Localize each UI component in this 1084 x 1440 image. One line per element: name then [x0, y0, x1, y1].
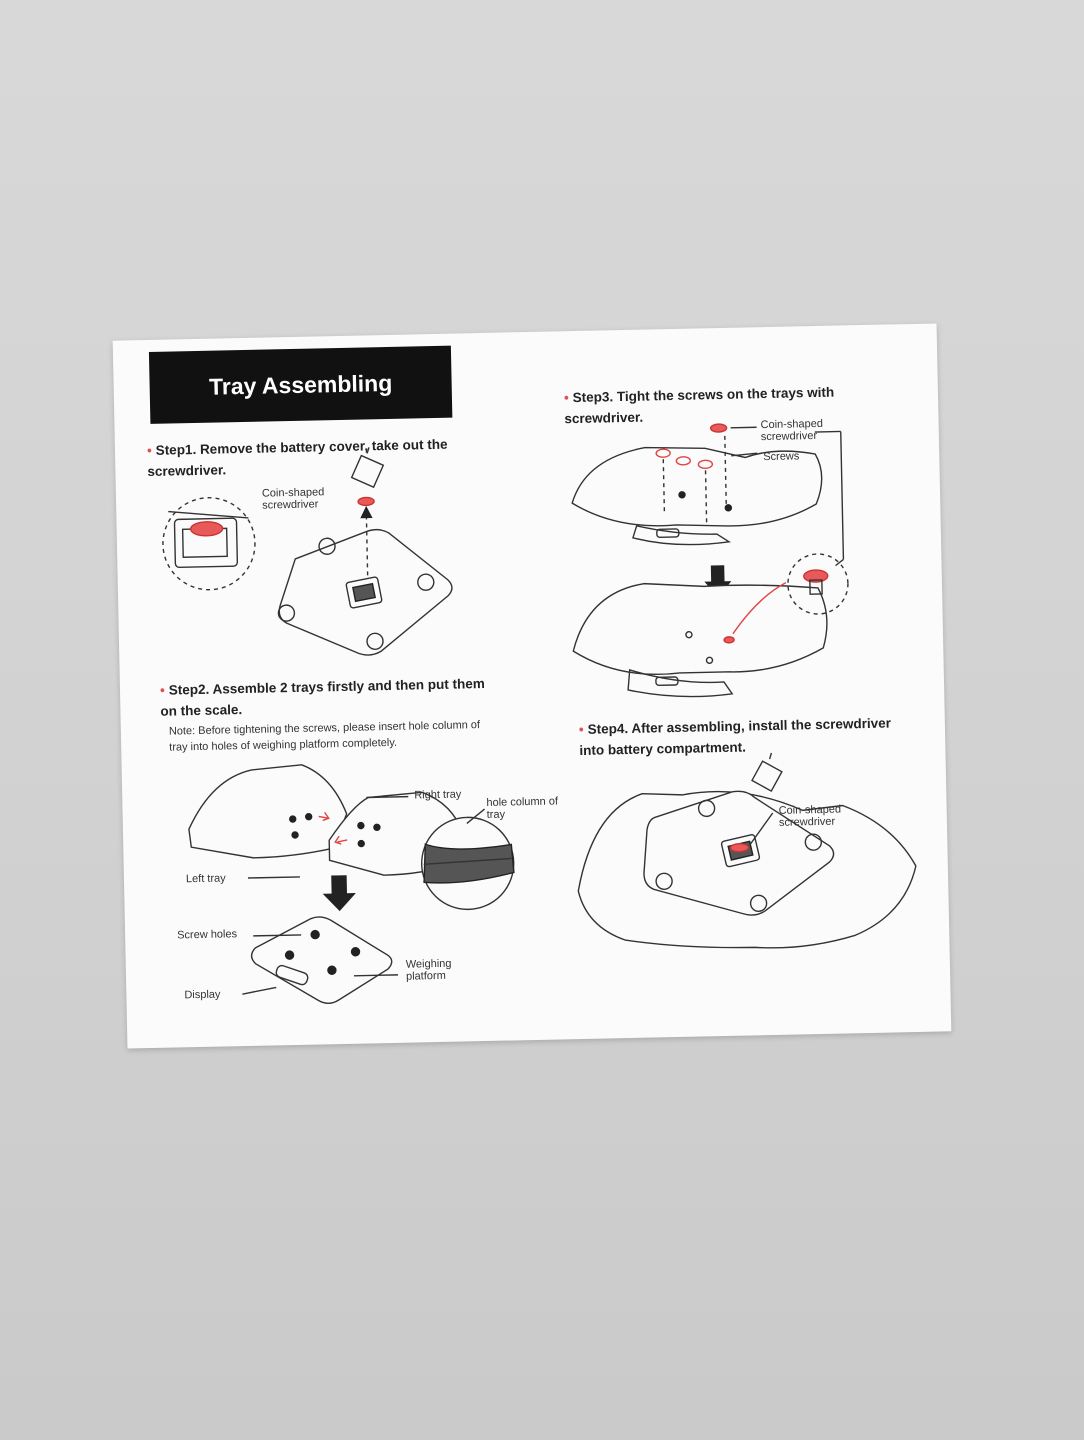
step3-illustration [571, 423, 849, 698]
step2-illustration [188, 764, 515, 1005]
step4-illustration [577, 752, 917, 949]
step1-illustration [162, 447, 453, 656]
coin-screwdriver-label-4: Coin-shaped screwdriver [778, 803, 842, 829]
instruction-card: Tray Assembling •Step1. Remove the batte… [112, 323, 952, 1049]
